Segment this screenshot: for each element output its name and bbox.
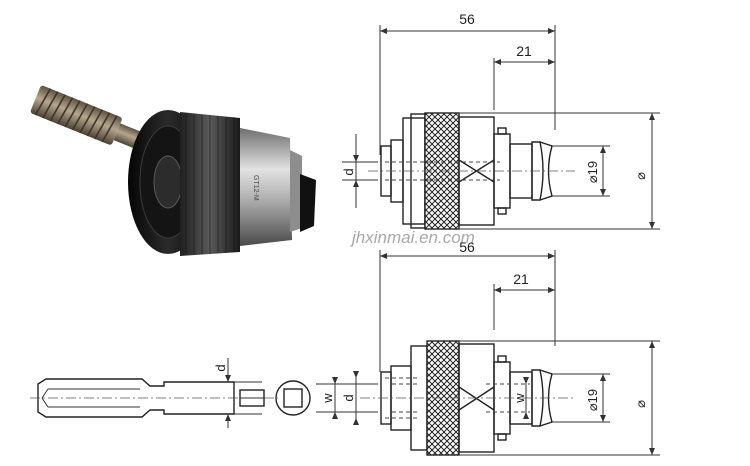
watermark: jhxinmai.en.com [350, 228, 475, 247]
bottom-bore-d: d [341, 394, 356, 401]
tap-drawing: d [30, 358, 311, 428]
bottom-square-w-left: w [320, 393, 335, 404]
top-drawing: 56 21 d [341, 11, 660, 230]
tap-diameter-d: d [213, 364, 228, 371]
top-overall-length: 56 [459, 11, 475, 27]
top-head-length: 21 [516, 43, 532, 59]
bottom-overall-length: 56 [459, 239, 475, 255]
square-drive [300, 174, 316, 232]
bottom-shank-diameter: ⌀19 [585, 389, 600, 411]
top-outer-diameter: ⌀ [633, 172, 648, 180]
bottom-head-length: 21 [513, 271, 529, 287]
bottom-square-w-right: w [512, 393, 527, 404]
steel-shank [240, 128, 292, 246]
top-bore-d: d [341, 168, 356, 175]
svg-text:GT12-M: GT12-M [252, 175, 259, 201]
top-shank-diameter: ⌀19 [585, 161, 600, 183]
bottom-drawing: 56 21 w d [316, 239, 660, 456]
bottom-outer-diameter: ⌀ [633, 400, 648, 408]
product-photo: GT12-M [30, 85, 316, 256]
